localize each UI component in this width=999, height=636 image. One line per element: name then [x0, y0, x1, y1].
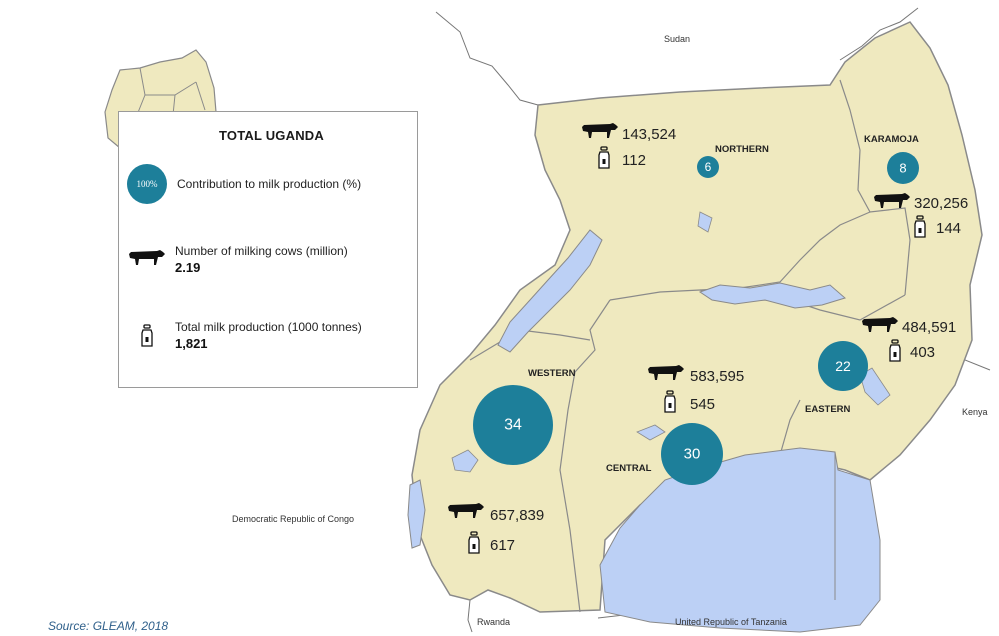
- milk-amount-karamoja: 144: [936, 220, 961, 237]
- stats-karamoja: 320,256 144: [874, 193, 968, 238]
- milk-amount-central: 545: [690, 396, 715, 413]
- cows-count-western: 657,839: [490, 507, 544, 524]
- contribution-bubble-northern: 6: [697, 156, 719, 178]
- small-lake-north: [697, 211, 713, 233]
- contribution-bubble-karamoja: 8: [887, 152, 919, 184]
- lake-albert: [497, 229, 603, 353]
- source-caption: Source: GLEAM, 2018: [48, 619, 169, 633]
- cows-label: Number of milking cows (million): [175, 244, 348, 258]
- lake-kyoga: [698, 282, 847, 309]
- region-name-western: WESTERN: [528, 368, 576, 379]
- region-name-central: CENTRAL: [606, 463, 652, 474]
- milk-amount-northern: 112: [622, 152, 646, 169]
- country-label-tanzania: United Republic of Tanzania: [675, 617, 787, 627]
- contribution-bubble-eastern: 22: [818, 341, 868, 391]
- milk-value: 1,821: [175, 336, 208, 351]
- stats-central: 583,595 545: [648, 365, 744, 413]
- lake-george: [451, 449, 479, 473]
- region-name-northern: NORTHERN: [715, 144, 769, 155]
- stats-northern: 143,524 112: [582, 123, 676, 169]
- stats-eastern: 484,591 403: [862, 317, 956, 362]
- legend-panel: TOTAL UGANDA 100% Contribution to milk p…: [118, 111, 418, 388]
- region-name-karamoja: KARAMOJA: [864, 134, 919, 145]
- milk-label: Total milk production (1000 tonnes): [175, 320, 362, 334]
- country-label-kenya: Kenya: [962, 407, 988, 417]
- stats-western: 657,839 617: [448, 503, 544, 554]
- contribution-bubble-western: 34: [473, 385, 553, 465]
- legend-row-milk: Total milk production (1000 tonnes) 1,82…: [127, 320, 362, 351]
- bubble-value-northern: 6: [705, 160, 712, 174]
- bubble-value-karamoja: 8: [899, 161, 906, 176]
- cows-count-karamoja: 320,256: [914, 195, 968, 212]
- milk-amount-eastern: 403: [910, 344, 935, 361]
- cows-count-eastern: 484,591: [902, 319, 956, 336]
- legend-row-contribution: 100% Contribution to milk production (%): [127, 164, 361, 204]
- lake-edward: [407, 479, 426, 549]
- contribution-label: Contribution to milk production (%): [177, 177, 362, 191]
- milk-amount-western: 617: [490, 537, 515, 554]
- region-name-eastern: EASTERN: [805, 404, 851, 415]
- cows-count-northern: 143,524: [622, 126, 676, 143]
- country-label-drc: Democratic Republic of Congo: [232, 514, 354, 524]
- lake-victoria: [599, 447, 881, 633]
- cows-value: 2.19: [175, 260, 201, 275]
- lake-bisina: [859, 367, 891, 406]
- legend-title: TOTAL UGANDA: [219, 128, 324, 143]
- bubble-value-western: 34: [504, 417, 522, 434]
- contribution-bubble-central: 30: [661, 423, 723, 485]
- lake-wamala: [636, 424, 666, 441]
- milk-bottle-icon: [127, 324, 167, 348]
- country-label-sudan: Sudan: [664, 34, 690, 44]
- country-label-rwanda: Rwanda: [477, 617, 510, 627]
- cow-icon: [127, 248, 167, 268]
- bubble-value-central: 30: [684, 446, 701, 463]
- legend-row-cows: Number of milking cows (million) 2.19: [127, 244, 348, 275]
- cows-count-central: 583,595: [690, 368, 744, 385]
- contribution-badge: 100%: [127, 164, 167, 204]
- bubble-value-eastern: 22: [835, 358, 851, 374]
